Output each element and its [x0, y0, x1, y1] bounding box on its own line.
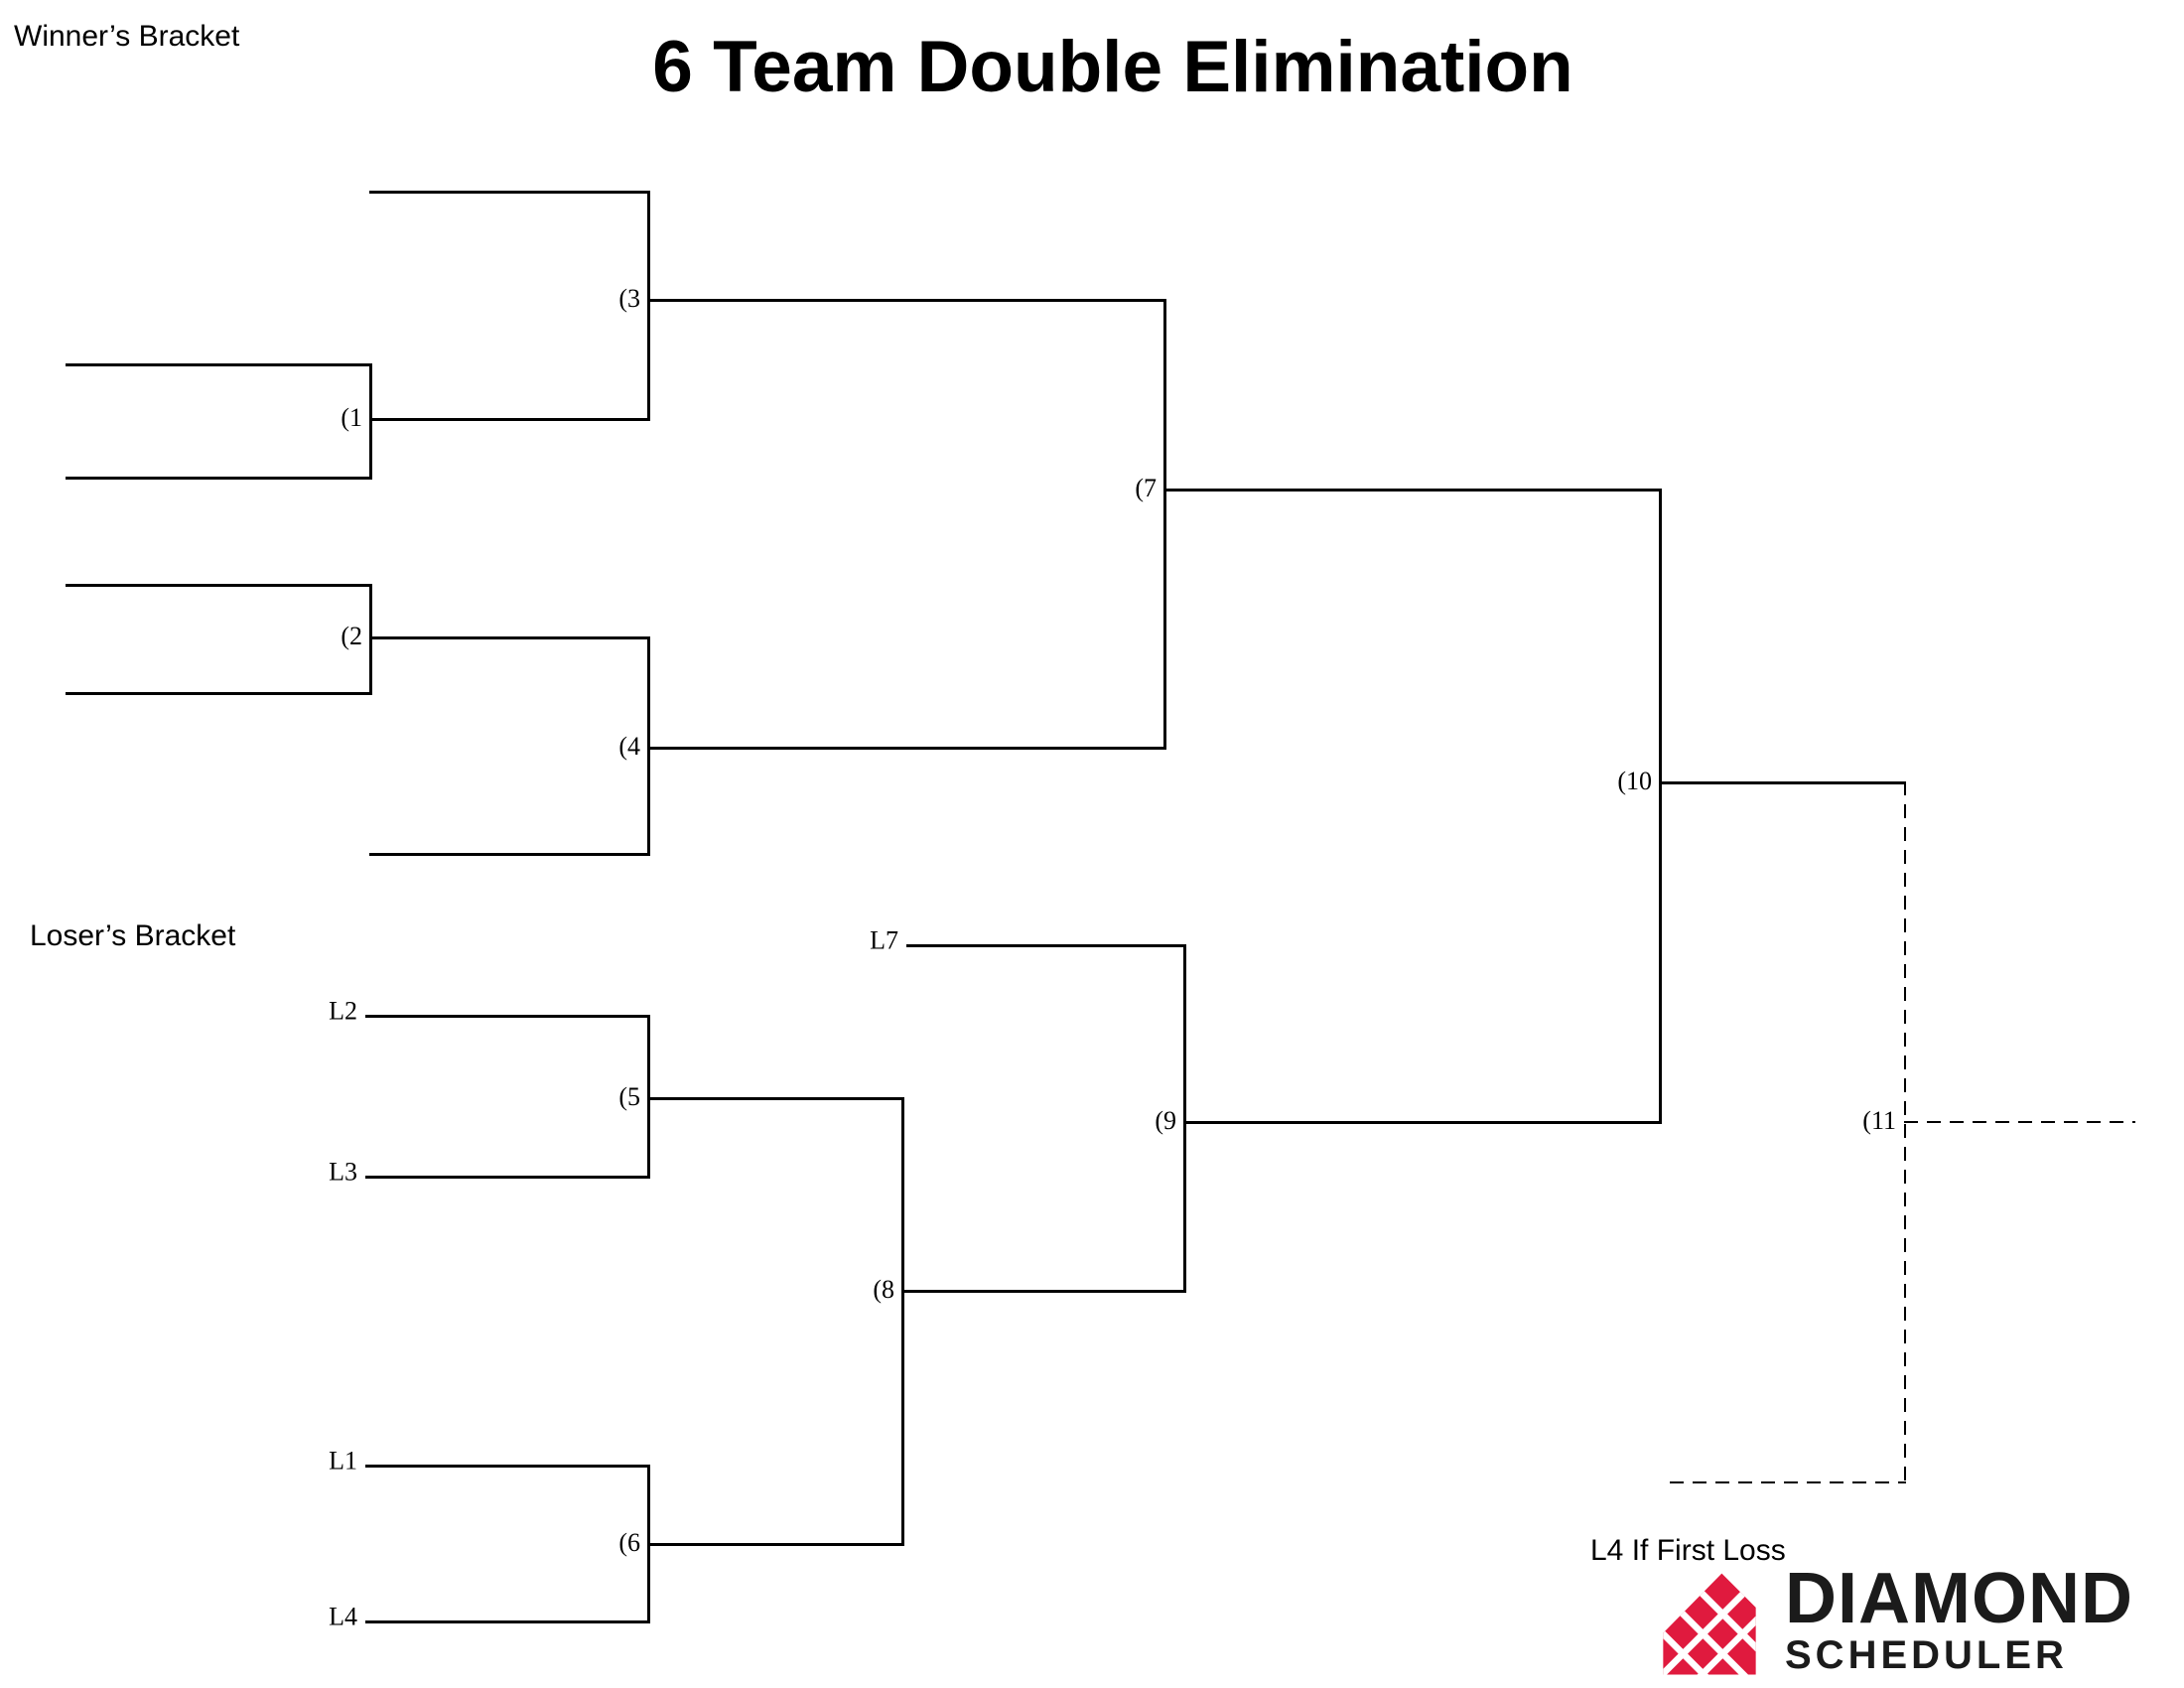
match-6-label: (6: [618, 1527, 640, 1557]
wb-m3-connector: [647, 191, 650, 421]
lb-l3-line: [365, 1176, 650, 1179]
lb-m6-out-line: [647, 1543, 904, 1546]
lb-l4-line: [365, 1620, 650, 1623]
lb-l7-line: [906, 944, 1186, 947]
wb-m7-connector: [1163, 299, 1166, 750]
lb-m5-connector: [647, 1015, 650, 1179]
lb-m5-out-line: [647, 1097, 904, 1100]
lb-m8-out-line: [901, 1290, 1186, 1293]
match-9-label: (9: [1155, 1105, 1176, 1135]
diamond-lattice-icon: [1663, 1573, 1756, 1675]
lb-l2-line: [365, 1015, 650, 1018]
match-11-label: (11: [1862, 1105, 1896, 1135]
match-10-label: (10: [1617, 766, 1652, 795]
feed-l3-label: L3: [329, 1157, 357, 1187]
winners-bracket-label: Winner’s Bracket: [14, 20, 240, 53]
wb-m7-out-line: [1163, 489, 1662, 492]
wb-m2-out-line: [369, 636, 650, 639]
final-m11-out-dashed-line: [1904, 1121, 2135, 1123]
lb-m9-connector: [1183, 944, 1186, 1293]
diamond-scheduler-logo: DIAMOND SCHEDULER: [1648, 1559, 2133, 1684]
wb-m1-top-line: [66, 363, 372, 366]
page-title: 6 Team Double Elimination: [652, 27, 1573, 107]
final-if-return-dashed-line: [1670, 1481, 1906, 1483]
l4-first-loss-note: L4 If First Loss: [1590, 1534, 1786, 1567]
lb-l1-line: [365, 1465, 650, 1468]
feed-l4-label: L4: [329, 1602, 357, 1631]
wb-m4-connector: [647, 636, 650, 856]
lb-m9-out-line: [1183, 1121, 1662, 1124]
logo-product-text: SCHEDULER: [1785, 1632, 2068, 1677]
wb-m2-bottom-line: [66, 692, 372, 695]
feed-l7-label: L7: [870, 925, 898, 955]
wb-m10-out-line: [1659, 781, 1906, 784]
wb-m4-out-line: [647, 747, 1166, 750]
match-7-label: (7: [1135, 473, 1157, 502]
match-1-label: (1: [341, 402, 362, 432]
wb-m1-bottom-line: [66, 477, 372, 480]
match-8-label: (8: [873, 1274, 894, 1304]
wb-bye-bottom-line: [369, 853, 650, 856]
wb-m1-out-line: [369, 418, 650, 421]
wb-m2-top-line: [66, 584, 372, 587]
losers-bracket-label: Loser’s Bracket: [30, 919, 236, 952]
wb-bye-top-line: [369, 191, 650, 194]
wb-m10-connector: [1659, 489, 1662, 1124]
match-3-label: (3: [618, 283, 640, 313]
wb-m3-out-line: [647, 299, 1166, 302]
wb-m1-connector: [369, 363, 372, 480]
lb-m8-connector: [901, 1097, 904, 1546]
wb-m2-connector: [369, 584, 372, 695]
match-2-label: (2: [341, 621, 362, 650]
feed-l2-label: L2: [329, 996, 357, 1026]
logo-text: DIAMOND SCHEDULER: [1785, 1559, 2133, 1677]
final-if-vertical-dashed-line: [1904, 781, 1906, 1483]
feed-l1-label: L1: [329, 1446, 357, 1476]
match-5-label: (5: [618, 1081, 640, 1111]
logo-brand-text: DIAMOND: [1785, 1559, 2133, 1638]
match-4-label: (4: [618, 731, 640, 761]
